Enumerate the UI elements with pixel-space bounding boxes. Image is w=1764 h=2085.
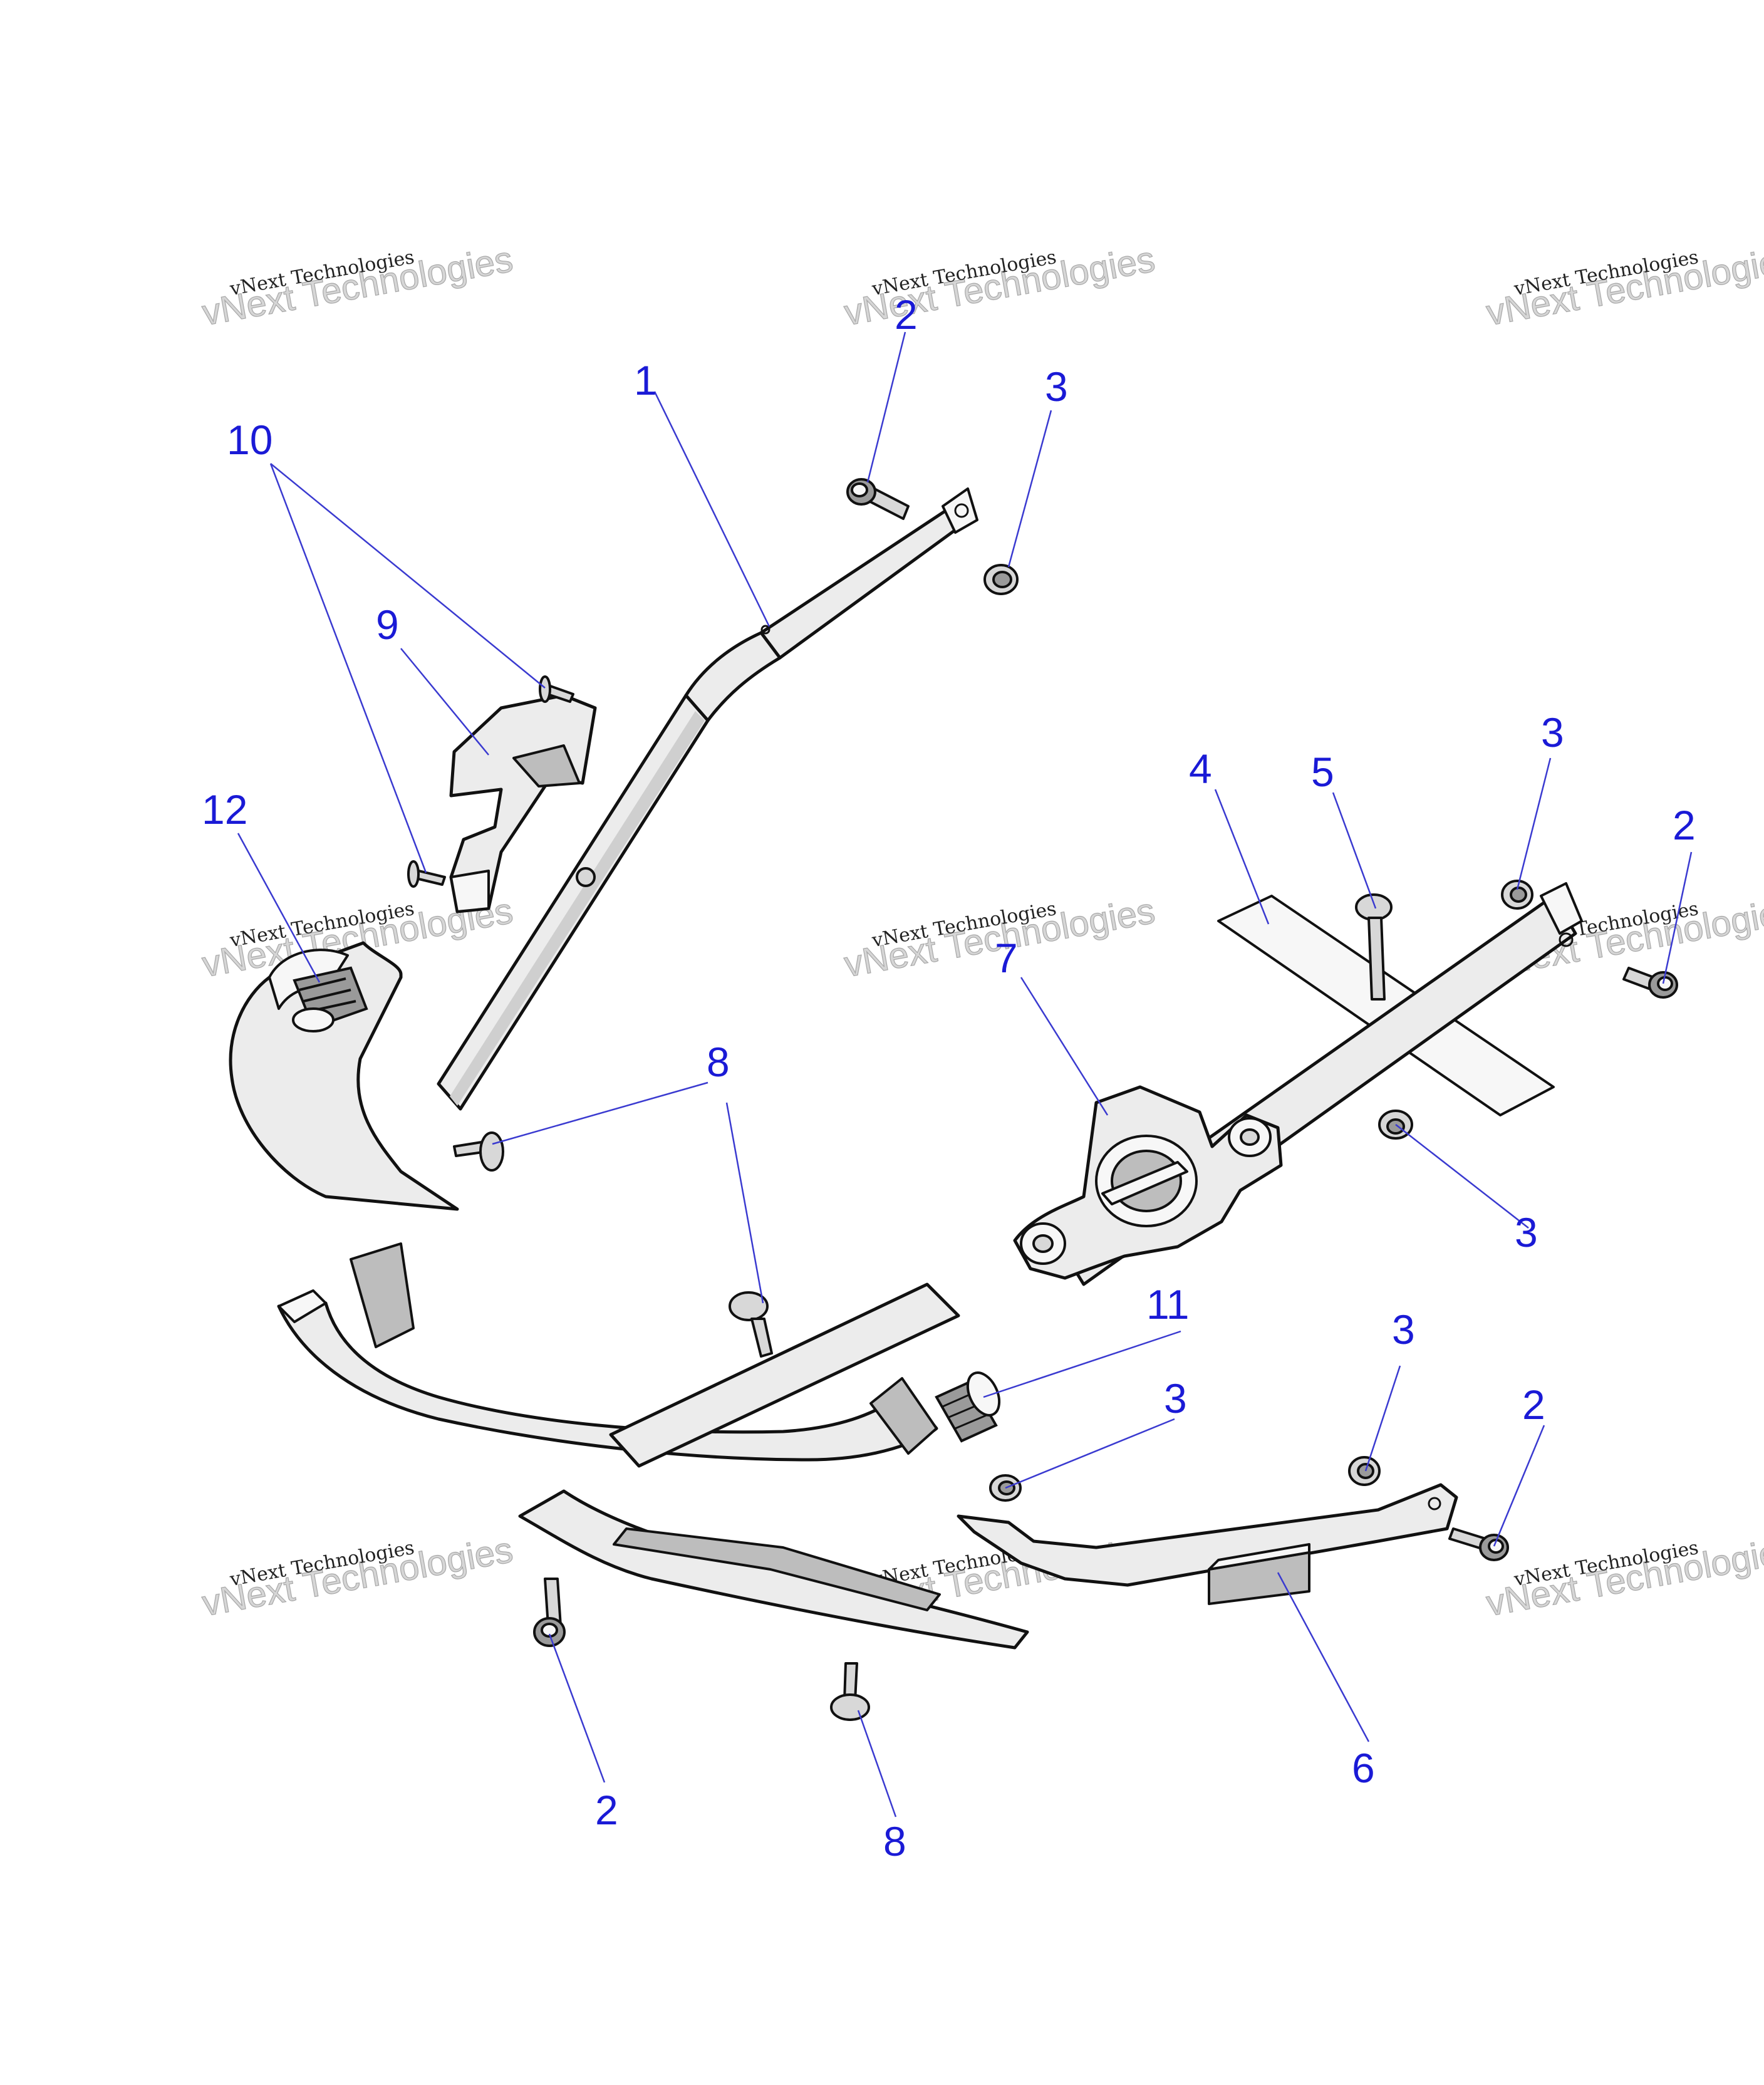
callout-3: 3 xyxy=(1515,1209,1538,1256)
bottom-skid-plate xyxy=(518,1489,1029,1650)
part-4-strip xyxy=(1217,895,1555,1116)
callout-8: 8 xyxy=(883,1818,906,1864)
part-3-nut-lower-right xyxy=(1348,1456,1381,1486)
callout-2: 2 xyxy=(595,1787,618,1833)
part-2-bolt-bottom xyxy=(533,1578,566,1647)
part-8-push-rivet-middle xyxy=(729,1291,773,1358)
part-3-nut-right-upper xyxy=(1501,880,1533,910)
part-10-rivet-upper xyxy=(539,675,574,703)
watermark-top-right: vNext Technologies vNext Technologies xyxy=(1483,238,1764,333)
callout-2: 2 xyxy=(1673,802,1696,848)
part-5-screw xyxy=(1355,893,1393,1001)
callout-8: 8 xyxy=(707,1039,730,1085)
leader-11 xyxy=(983,1330,1181,1398)
part-2-bolt-top xyxy=(846,478,910,520)
leader-1 xyxy=(653,391,770,627)
part-9-bracket xyxy=(449,694,597,913)
leader-10a xyxy=(270,463,546,689)
watermark-top-left: vNext Technologies vNext Technologies xyxy=(199,238,516,333)
callout-3: 3 xyxy=(1164,1375,1187,1422)
part-8-push-rivet-bottom xyxy=(830,1662,870,1721)
callout-3: 3 xyxy=(1045,363,1068,410)
leader-2a xyxy=(866,331,906,483)
callout-4: 4 xyxy=(1189,746,1212,792)
part-2-bolt-right-upper xyxy=(1622,967,1678,999)
leader-3a xyxy=(1007,410,1052,568)
leader-12 xyxy=(237,833,321,983)
callout-5: 5 xyxy=(1311,749,1334,795)
leader-4 xyxy=(1214,789,1270,925)
leader-3c xyxy=(1395,1124,1529,1229)
part-10-rivet-lower xyxy=(407,860,446,888)
leader-2d xyxy=(548,1633,606,1783)
callout-3: 3 xyxy=(1392,1306,1415,1353)
callout-9: 9 xyxy=(376,601,399,648)
callout-12: 12 xyxy=(202,786,247,833)
part-6-lower-bracket-bar xyxy=(957,1483,1458,1605)
leader-5 xyxy=(1332,792,1377,909)
part-12-end-cap xyxy=(292,966,368,1032)
watermark-bottom-right: vNext Technologies vNext Technologies xyxy=(1483,1529,1764,1624)
leader-2c xyxy=(1493,1425,1545,1547)
part-1-main-frame-tube xyxy=(229,487,978,1468)
leader-lines xyxy=(237,331,1693,1817)
leader-6 xyxy=(1277,1572,1370,1742)
part-2-bolt-lower-right xyxy=(1448,1527,1509,1561)
callout-10: 10 xyxy=(227,417,272,463)
part-7-hitch-mount xyxy=(1013,1085,1283,1280)
part-8-push-rivet-upper xyxy=(453,1131,504,1172)
leader-9 xyxy=(400,648,489,756)
callout-6: 6 xyxy=(1352,1745,1375,1791)
leader-8b xyxy=(725,1102,764,1304)
callout-3: 3 xyxy=(1541,709,1564,756)
leader-8a xyxy=(492,1081,708,1145)
part-11-plug xyxy=(935,1371,1001,1443)
leader-3e xyxy=(1005,1418,1175,1489)
leader-8c xyxy=(857,1710,897,1817)
callout-2: 2 xyxy=(1522,1381,1545,1428)
callout-2: 2 xyxy=(895,291,918,338)
leader-3d xyxy=(1364,1365,1401,1472)
callout-11: 11 xyxy=(1146,1281,1190,1328)
callout-labels: 1 2 3 10 9 12 4 5 3 2 7 8 3 11 3 3 2 6 2… xyxy=(202,291,1696,1864)
callout-1: 1 xyxy=(634,357,657,403)
watermark-top-center: vNext Technologies vNext Technologies xyxy=(841,238,1158,333)
leader-10b xyxy=(269,463,427,873)
watermark-bottom-left: vNext Technologies vNext Technologies xyxy=(199,1529,516,1624)
leader-7 xyxy=(1020,977,1109,1116)
leader-2b xyxy=(1662,851,1693,984)
leader-3b xyxy=(1516,757,1552,890)
callout-7: 7 xyxy=(995,935,1018,981)
part-3-nut-top xyxy=(983,564,1019,595)
